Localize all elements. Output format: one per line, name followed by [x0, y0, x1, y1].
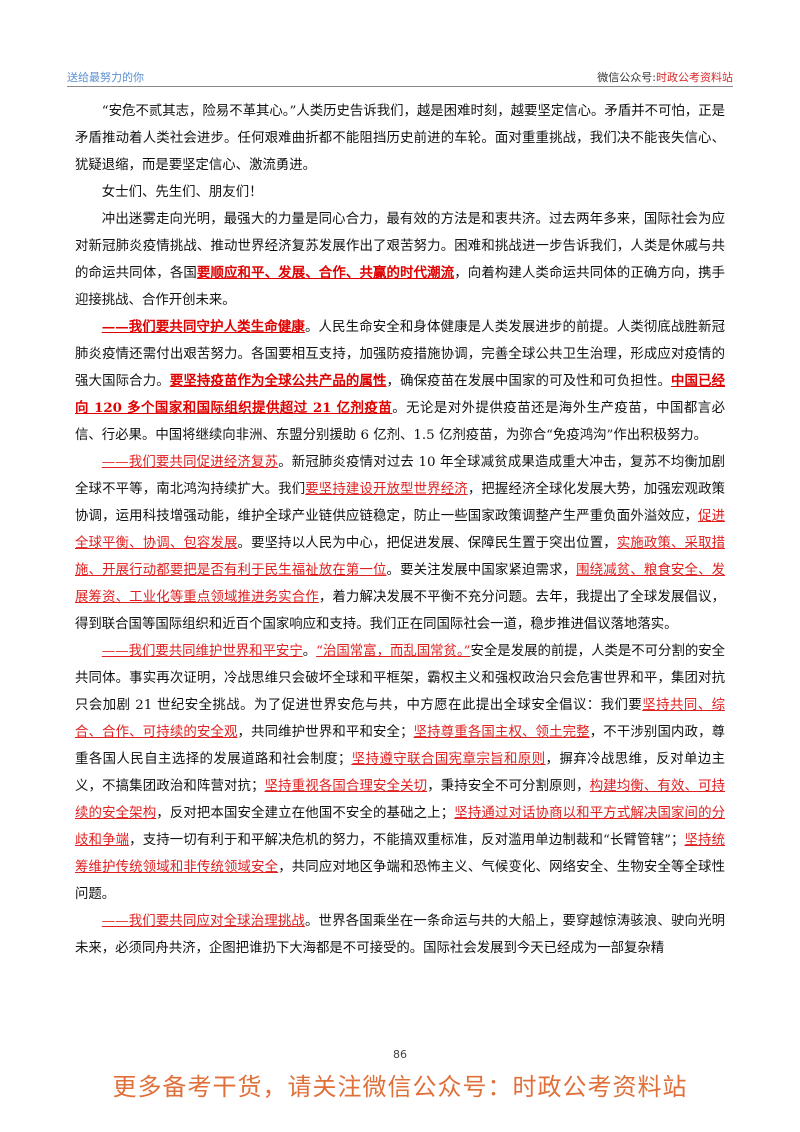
text-run: 。无论是对外提供疫苗还是海外生产疫苗，中国都言必信、行必果。中国将继续向非洲、东… — [75, 401, 726, 443]
paragraph: ——我们要共同维护世界和平安宁。“治国常富，而乱国常贫。”安全是发展的前提，人类… — [75, 638, 725, 908]
highlighted-phrase: 坚持通过对话协商以和平方式解决国家间的分歧和争端 — [75, 806, 726, 848]
text-run: 女士们、先生们、朋友们！ — [101, 185, 263, 200]
paragraph: “安危不贰其志，险易不革其心。”人类历史告诉我们，越是困难时刻，越要坚定信心。矛… — [75, 98, 725, 179]
text-run: ，把握经济全球化发展大势，加强宏观政策协调，运用科技增强动能，维护全球产业链供应… — [75, 482, 726, 524]
text-run: ，确保疫苗在发展中国家的可及性和可负担性。 — [386, 374, 671, 389]
header-wechat-account: 时政公考资料站 — [656, 71, 733, 84]
highlighted-phrase: 要坚持疫苗作为全球公共产品的属性 — [169, 373, 387, 389]
text-run: ，着力解决发展不平衡不充分问题。去年，我提出了全球发展倡议，得到联合国等国际组织… — [75, 590, 726, 632]
text-run: ，秉持安全不可分割原则， — [427, 779, 590, 794]
page-header: 送给最努力的你 微信公众号:时政公考资料站 — [67, 66, 733, 87]
highlighted-phrase: 构建均衡、有效、可持续的安全架构 — [75, 779, 726, 821]
paragraph: ——我们要共同守护人类生命健康。人民生命安全和身体健康是人类发展进步的前提。人类… — [75, 314, 725, 449]
text-run: 。 — [302, 644, 317, 659]
text-run: ，共同应对地区争端和恐怖主义、气候变化、网络安全、生物安全等全球性问题。 — [75, 860, 726, 902]
page-number: 86 — [393, 1048, 407, 1061]
header-slogan: 送给最努力的你 — [67, 71, 144, 84]
text-run: 。世界各国乘坐在一条命运与共的大船上，要穿越惊涛骇浪、驶向光明未来，必须同舟共济… — [75, 914, 726, 956]
document-body: “安危不贰其志，险易不革其心。”人类历史告诉我们，越是困难时刻，越要坚定信心。矛… — [75, 98, 725, 962]
text-run: 。要关注发展中国家紧迫需求， — [386, 563, 577, 578]
highlighted-phrase: 要顺应和平、发展、合作、共赢的时代潮流 — [196, 265, 455, 281]
header-wechat-label: 微信公众号: — [597, 71, 656, 84]
highlighted-phrase: “治国常富，而乱国常贫。” — [316, 644, 471, 659]
highlighted-phrase: 坚持重视各国合理安全关切 — [264, 779, 428, 794]
paragraph: 女士们、先生们、朋友们！ — [75, 179, 725, 206]
text-run: 冲出迷雾走向光明，最强大的力量是同心合力，最有效的方法是和衷共济。过去两年多来，… — [75, 212, 725, 281]
highlighted-phrase: 中国已经向 120 多个国家和国际组织提供超过 21 亿剂疫苗 — [75, 373, 726, 416]
paragraph: ——我们要共同应对全球治理挑战。世界各国乘坐在一条命运与共的大船上，要穿越惊涛骇… — [75, 908, 725, 962]
text-run: 。新冠肺炎疫情对过去 10 年全球减贫成果造成重大冲击，复苏不均衡加剧全球不平等… — [75, 455, 725, 497]
text-run: ，摒弃冷战思维，反对单边主义，不搞集团政治和阵营对抗； — [75, 752, 726, 794]
text-run: ，支持一切有利于和平解决危机的努力，不能搞双重标准，反对滥用单边制裁和“长臂管辖… — [129, 833, 685, 848]
highlighted-phrase: 坚持统筹维护传统领域和非传统领域安全 — [75, 833, 725, 875]
highlighted-phrase: 坚持尊重各国主权、领土完整 — [413, 725, 590, 740]
text-run: ，不干涉别国内政，尊重各国人民自主选择的发展道路和社会制度； — [75, 725, 726, 767]
highlighted-phrase: ——我们要共同应对全球治理挑战 — [101, 914, 305, 929]
text-run: 。人民生命安全和身体健康是人类发展进步的前提。人类彻底战胜新冠肺炎疫情还需付出艰… — [75, 320, 726, 389]
paragraph: ——我们要共同促进经济复苏。新冠肺炎疫情对过去 10 年全球减贫成果造成重大冲击… — [75, 449, 725, 638]
highlighted-phrase: ——我们要共同守护人类生命健康 — [101, 319, 305, 335]
highlighted-phrase: 坚持遵守联合国宪章宗旨和原则 — [351, 752, 546, 767]
text-run: 。要坚持以人民为中心，把促进发展、保障民生置于突出位置， — [237, 536, 617, 551]
highlighted-phrase: 围绕减贫、粮食安全、发展筹资、工业化等重点领域推进务实合作 — [75, 563, 726, 605]
highlighted-phrase: ——我们要共同促进经济复苏 — [101, 455, 279, 470]
header-wechat: 微信公众号:时政公考资料站 — [597, 69, 733, 85]
highlighted-phrase: 实施政策、采取措施、开展行动都要把是否有利于民生福祉放在第一位 — [75, 536, 726, 578]
text-run: ，向着构建人类命运共同体的正确方向，携手迎接挑战、合作开创未来。 — [75, 266, 726, 308]
text-run: “安危不贰其志，险易不革其心。”人类历史告诉我们，越是困难时刻，越要坚定信心。矛… — [75, 104, 725, 173]
highlighted-phrase: ——我们要共同维护世界和平安宁 — [101, 644, 303, 659]
paragraph: 冲出迷雾走向光明，最强大的力量是同心合力，最有效的方法是和衷共济。过去两年多来，… — [75, 206, 725, 314]
highlighted-phrase: 促进全球平衡、协调、包容发展 — [75, 509, 725, 551]
highlighted-phrase: 要坚持建设开放型世界经济 — [305, 482, 468, 497]
text-run: 安全是发展的前提，人类是不可分割的安全共同体。事实再次证明，冷战思维只会破坏全球… — [75, 644, 726, 713]
text-run: ，共同维护世界和平和安全； — [237, 725, 414, 740]
highlighted-phrase: 坚持共同、综合、合作、可持续的安全观 — [75, 698, 726, 740]
text-run: ，反对把本国安全建立在他国不安全的基础之上； — [156, 806, 455, 821]
footer-banner: 更多备考干货，请关注微信公众号：时政公考资料站 — [112, 1073, 688, 1101]
